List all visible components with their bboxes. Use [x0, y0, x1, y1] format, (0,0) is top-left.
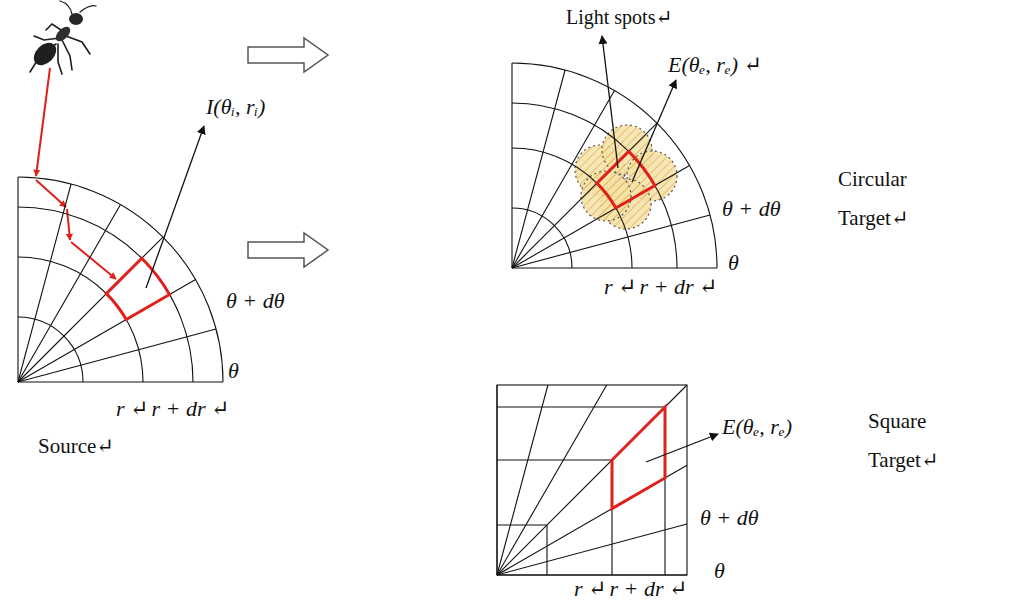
angle-label: θ + dθ: [722, 196, 780, 221]
grid-ray: [497, 524, 687, 575]
grid-cell: [106, 258, 169, 319]
grid-ray: [511, 63, 512, 268]
panel-title: Square Target↵: [868, 402, 964, 480]
leader-arrow: [646, 434, 718, 462]
radius-label: r ↵: [604, 274, 637, 299]
panel-title: Source↵: [38, 427, 178, 466]
angle-label: θ + dθ: [700, 505, 758, 530]
source-grid: [18, 177, 223, 382]
grid-ray: [512, 215, 710, 268]
source-panel: Source↵: [0, 35, 248, 465]
formula-label: E(θₑ, rₑ): [722, 414, 792, 439]
angle-label: θ: [714, 558, 725, 583]
grid-ray: [18, 381, 223, 382]
angle-label: θ: [228, 358, 239, 383]
panel-title: Circular Target↵: [838, 160, 934, 238]
callout-label: Light spots↵: [566, 6, 672, 29]
ant-antenna: [60, 1, 72, 14]
grid-ray: [18, 184, 71, 382]
angle-label: θ: [728, 250, 739, 275]
ant-leg: [62, 40, 72, 70]
grid-ray: [17, 177, 18, 382]
radius-label: r ↵: [116, 396, 149, 421]
grid-arc: [18, 177, 223, 382]
square-grid: [497, 385, 687, 575]
grid-ray: [512, 267, 717, 268]
grid-ray: [512, 70, 565, 268]
circular-grid: [512, 63, 717, 268]
target-panel: Square Target↵: [328, 240, 1012, 602]
red-path-arrow: [36, 68, 50, 176]
grid-ray: [497, 385, 607, 575]
grid-arc: [512, 63, 717, 268]
formula-label: I(θᵢ, rᵢ): [206, 94, 265, 119]
formula-label: E(θₑ, rₑ) ↵: [668, 52, 762, 77]
grid-cell: [597, 151, 655, 208]
angle-label: θ + dθ: [226, 288, 284, 313]
grid-ray: [497, 385, 548, 575]
block-arrow: [248, 233, 328, 267]
ant-antenna: [80, 6, 96, 12]
grid-square: [497, 385, 687, 575]
leader-arrow: [146, 126, 204, 288]
ant-thorax: [53, 24, 73, 44]
red-path-arrow: [36, 180, 66, 207]
radius-label: r ↵: [574, 576, 607, 601]
target-panel: Circular Target↵: [328, 0, 1012, 236]
leader-arrow: [602, 36, 618, 168]
radius-label: r + dr ↵: [610, 576, 688, 601]
grid-ray: [496, 385, 497, 575]
ant-head: [69, 13, 83, 25]
leader-arrow: [632, 80, 676, 182]
grid-ray: [512, 123, 657, 268]
ant-picture: [29, 1, 96, 74]
grid-arc: [512, 103, 677, 268]
ant-abdomen: [29, 38, 60, 69]
ant-leg: [66, 36, 90, 54]
radius-label: r + dr ↵: [640, 274, 718, 299]
radius-label: r + dr ↵: [152, 396, 230, 421]
grid-ray: [497, 574, 687, 575]
grid-ray: [18, 329, 216, 382]
grid-arc: [18, 207, 193, 382]
ant-leg: [58, 44, 62, 74]
grid-ray: [497, 385, 687, 575]
block-arrow: [248, 38, 328, 72]
red-path-arrow: [71, 242, 116, 279]
